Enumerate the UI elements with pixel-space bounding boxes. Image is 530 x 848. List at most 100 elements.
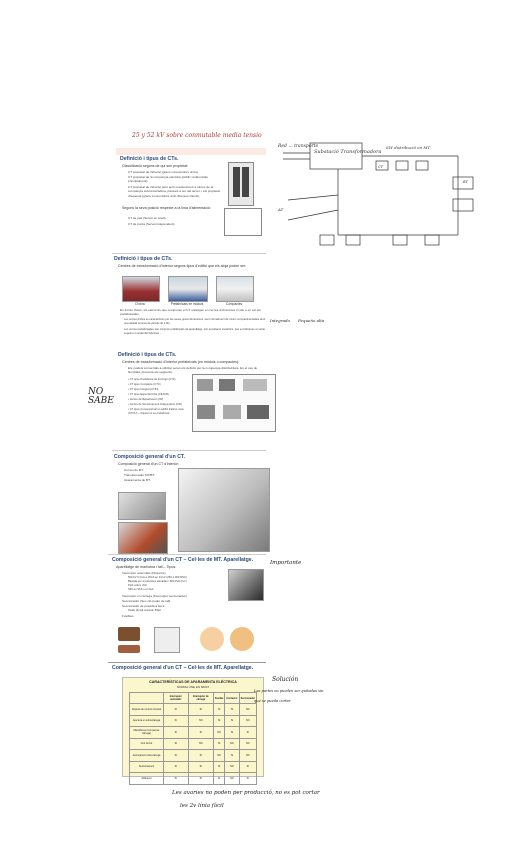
breaker-photo — [228, 569, 264, 601]
table-cell: NO — [238, 703, 258, 716]
caption-obra: D'obra — [135, 302, 145, 306]
table-header-cell: Fusible — [212, 692, 226, 704]
bottom-note-2: les 2v línia fàcil — [180, 803, 224, 809]
slide-4-sub-3: Aparamenta de BT. — [124, 478, 151, 482]
table-cell: Curt circuit — [129, 737, 164, 750]
table-title: CARACTERÍSTICAS DE APARAMENTA ELÉCTRICA — [149, 680, 237, 684]
diagram-at-label: AT — [277, 207, 284, 212]
table-cell: SI — [224, 749, 240, 762]
prefab-module-photo — [168, 276, 208, 302]
note-solucion: Solución — [272, 676, 299, 683]
ct-type-item: • CT tipus Convencional en edifici d'alt… — [128, 407, 184, 415]
slide-5-sub-4: Seccionador de posada a terra — [122, 604, 165, 608]
slide-2-sub-2: Les cel·les d'obra es caracteritzen per … — [124, 318, 266, 326]
table-cell: Maniobra en buit (sense càrrega) — [129, 726, 164, 739]
aparamenta-table: CARACTERÍSTICAS DE APARAMENTA ELÉCTRICA … — [122, 677, 264, 785]
slide-1-sub-5: CT de punta (Servei independent) — [128, 222, 175, 226]
margin-note-no-sabe: NO SABE — [88, 387, 114, 406]
table-cell: Accionament sota càrrega — [129, 749, 164, 762]
slide-5-sub-3: Seccionador (Sec·cló poder de tall) — [122, 599, 171, 603]
table-cell: NO — [224, 737, 240, 750]
table-cell: SI — [162, 726, 189, 739]
table-cell: SI — [162, 772, 189, 785]
table-cell: SI — [212, 714, 226, 727]
table-cell: SI — [238, 760, 258, 773]
top-handwritten-note: 25 y 52 kV sobre conmutable media tensio — [132, 132, 262, 139]
table-cell: NO — [238, 714, 258, 727]
table-cell: SI — [212, 772, 226, 785]
ct-interior-photo-1 — [118, 492, 166, 520]
slide-1-schematic — [224, 208, 262, 236]
ct-type-item: • Centre de Seccionament Independent (CS… — [128, 402, 182, 406]
slide-1-panel-figure — [228, 162, 254, 206]
table-cell: SI — [187, 749, 214, 762]
table-cell: NO — [238, 737, 258, 750]
table-header-cell — [129, 692, 164, 704]
slide-3-bullet-1: Centres de transformació d'interior pref… — [122, 360, 240, 364]
table-cell: NO — [212, 749, 226, 762]
note-right-side: Las partes no pueden ser quitadas sin qu… — [254, 689, 324, 703]
slide-2-title: Definició i tipus de CTs. — [114, 256, 173, 262]
table-subtitle: NORMA UNE EN 60947 — [176, 685, 210, 689]
table-cell: SI — [187, 726, 214, 739]
diagram-center-label: Substació Transformadora — [314, 148, 381, 155]
table-cell: SI — [212, 737, 226, 750]
ct-label: CT — [378, 165, 384, 169]
table-cell: Aïllament — [129, 772, 164, 785]
ct-types-list: • CT tipus Prefabricat de Formigó (CTF)•… — [128, 378, 186, 416]
ct-interior-photo-2 — [118, 522, 168, 554]
slide-5-sub-1b: Bastida per a potències elevades> 800 kV… — [128, 580, 187, 583]
table-cell: SI — [224, 726, 240, 739]
ct-type-item: • CT tipus Compacte (CTC) — [128, 382, 161, 386]
slide-3-title: Definició i tipus de CTs. — [118, 352, 177, 358]
slide-4-bullet-1: Composició general d'un CT d'interior: — [118, 462, 179, 466]
slide-5-title: Composició general d'un CT – Cel·les de … — [112, 557, 254, 563]
slide-1-sub-1: CT propietat de l'abonat (grans consumid… — [128, 170, 199, 174]
table-cell: NO — [212, 726, 226, 739]
table-cell: NO — [238, 749, 258, 762]
table-cell: SI — [162, 714, 189, 727]
table-header-cell: Seccionador — [238, 692, 258, 704]
slide-2: Definició i tipus de CTs. Centres de tra… — [112, 256, 272, 356]
slide-2-sub-3: Les cel·les prefabricades són conjunts p… — [124, 328, 266, 336]
slide-3: Definició i tipus de CTs. Centres de tra… — [116, 352, 276, 450]
slide-5-sub-4a: Poder de tall nominal: 50kA — [128, 609, 161, 612]
slide-1-sub-4: CT de pas (Servei en anell) — [128, 216, 166, 220]
ct-type-item: • CT tipus Integrat (CTIN) — [128, 387, 159, 391]
note-importante: Importante — [270, 560, 302, 566]
bottom-note-1: Les avaries no poden per producció, no e… — [172, 790, 320, 796]
slide-4: Composició general d'un CT. Composició g… — [112, 454, 272, 554]
slide-1-sub-2: CT propietat de la companyia elèctrica (… — [128, 175, 208, 184]
table-cell: SI — [238, 726, 258, 739]
ct-cutaway-illustration — [178, 468, 270, 552]
slide-1-bullet-1: Classificació segons de qui són propieta… — [122, 164, 189, 168]
ct-types-diagram — [192, 374, 276, 432]
table-cell: NO — [187, 737, 214, 750]
ct-type-item: • Centre de Repartiment (CR) — [128, 397, 164, 401]
slide-5-sub-1c: Petit volum d'oli — [128, 584, 147, 587]
slide-1: Definició i tipus de CTs. Classificació … — [116, 148, 266, 240]
slide-5-sub-2: Interruptor en càrrega (Interruptor secc… — [122, 594, 187, 598]
table-cell: NO — [224, 772, 240, 785]
slide-4-sub-1: Cel·les de MT. — [124, 468, 144, 472]
switchgear-icons-row — [114, 623, 274, 657]
slide-6: Composició general d'un CT – Cel·les de … — [110, 665, 270, 785]
slide-5-sub-5: Fusibles — [122, 614, 134, 618]
table-cell: SI — [187, 703, 214, 716]
diagram-left-label: Red ... transporte — [277, 143, 318, 149]
slide-1-bullet-2: Segons la seva posició respecte a la lín… — [122, 206, 211, 210]
table-cell: NO — [187, 714, 214, 727]
slide-5-sub-1a: 500 kV 6,3 kA a 18 kA en 24 kV (250-1.00… — [128, 576, 187, 579]
table-cell: SI — [162, 749, 189, 762]
table-cell: SI — [162, 703, 189, 716]
table-cell: Ruptura de corrent nominal — [129, 703, 164, 716]
handwritten-network-diagram: Red ... transporte Substació Transformad… — [277, 142, 474, 246]
note-integrado: Integrado — [270, 318, 290, 323]
